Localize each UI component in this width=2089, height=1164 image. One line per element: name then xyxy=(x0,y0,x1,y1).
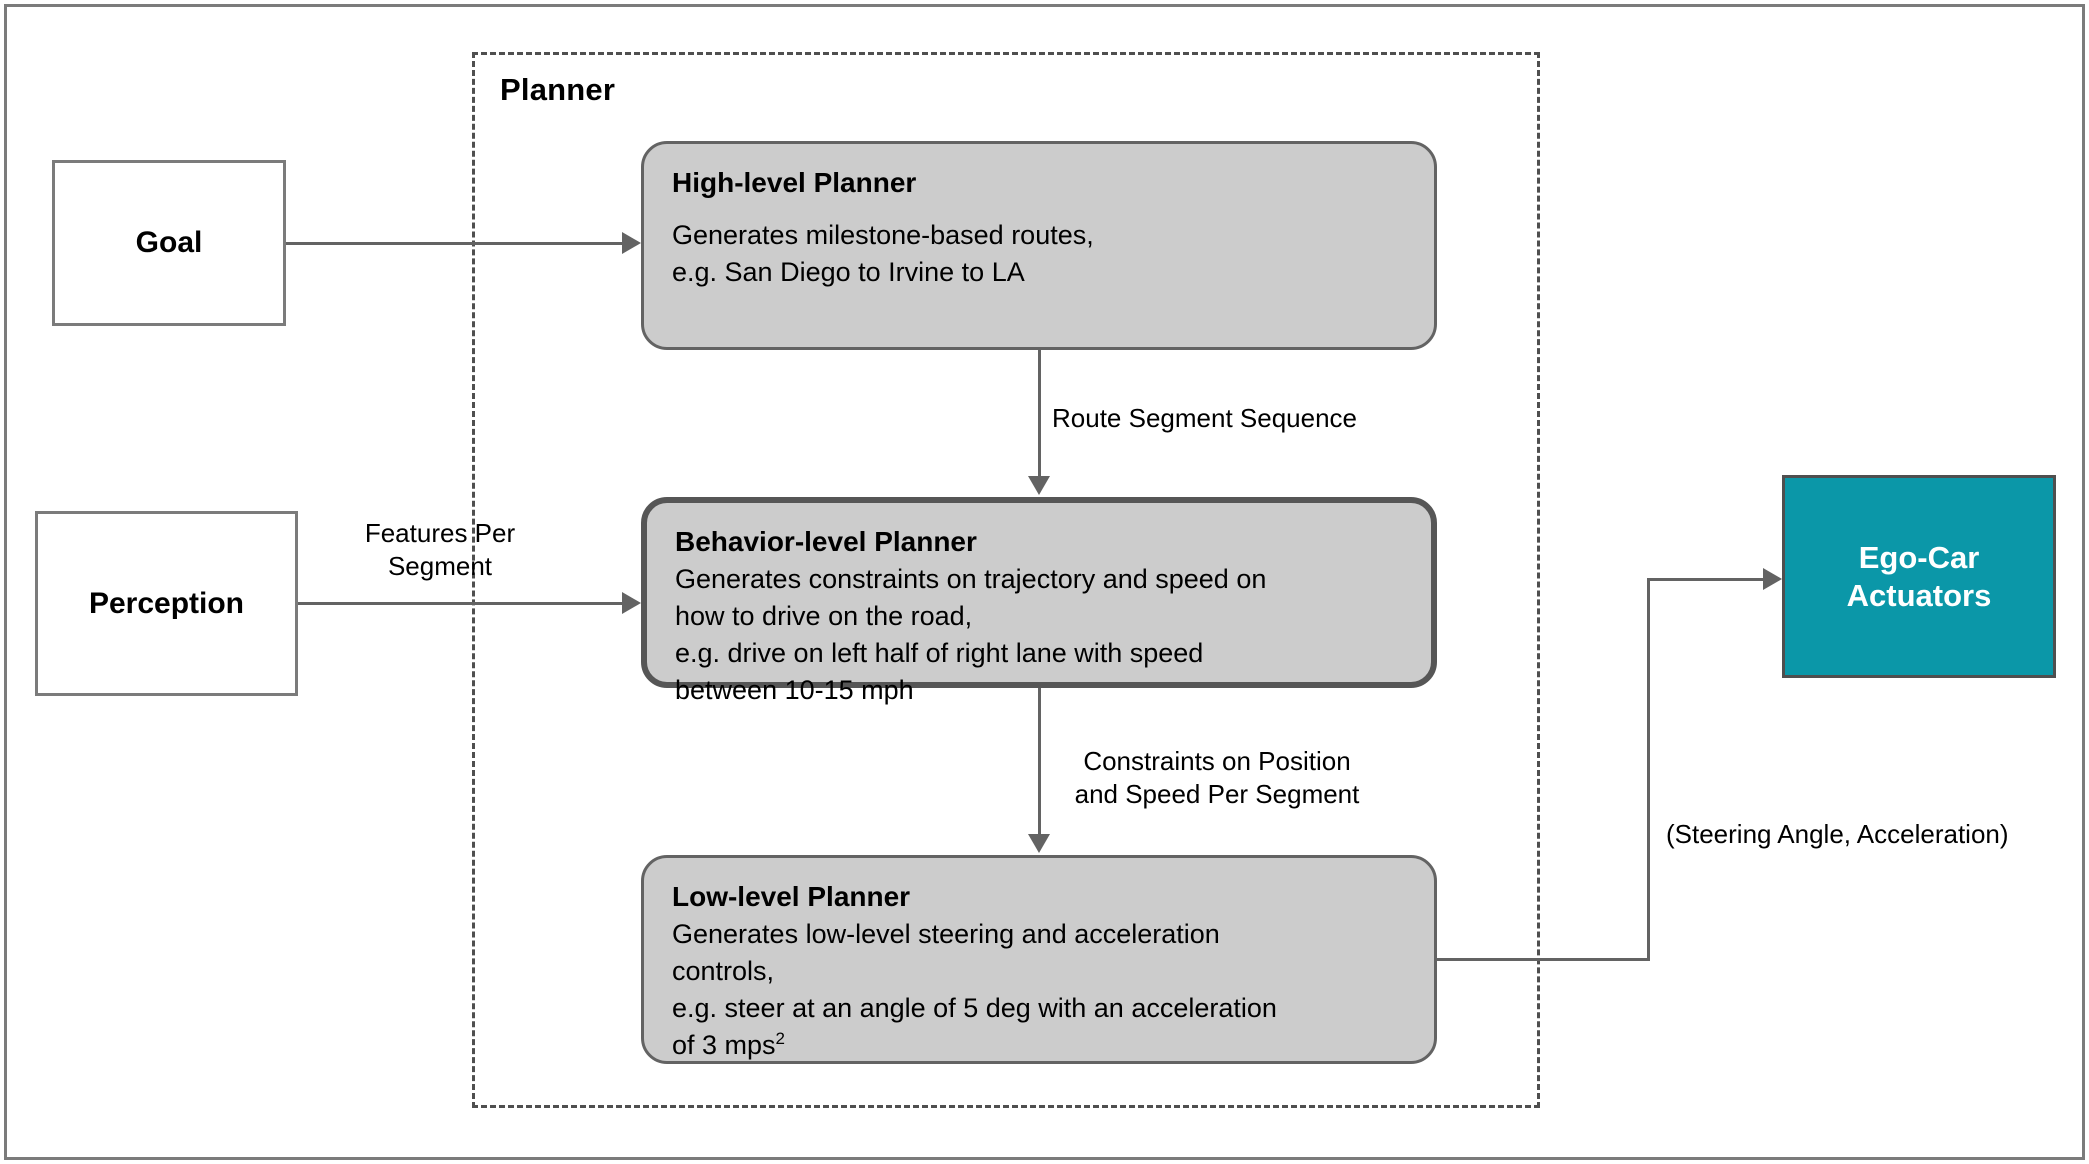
node-high-level-planner[interactable]: High-level Planner Generates milestone-b… xyxy=(641,141,1437,350)
node-ego-car-actuators[interactable]: Ego-Car Actuators xyxy=(1782,475,2056,678)
edge-behavior-to-low-level xyxy=(1038,688,1041,836)
edge-low-to-actuators-segment-horizontal-top xyxy=(1647,578,1764,581)
edge-high-to-behavior-level-arrowhead xyxy=(1028,476,1050,495)
node-perception[interactable]: Perception xyxy=(35,511,298,696)
node-behavior-level-planner[interactable]: Behavior-level Planner Generates constra… xyxy=(641,497,1437,705)
node-high-level-planner-body: Generates milestone-based routes, e.g. S… xyxy=(672,219,1094,287)
edge-label-steering-acceleration: (Steering Angle, Acceleration) xyxy=(1666,819,2009,849)
edge-behavior-to-low-level-arrowhead xyxy=(1028,834,1050,853)
outer-frame xyxy=(4,4,2085,1160)
node-ego-car-actuators-label-line2: Actuators xyxy=(1846,577,1992,613)
node-low-level-planner-body: Generates low-level steering and acceler… xyxy=(672,916,1408,1065)
planner-group-label: Planner xyxy=(500,72,616,107)
edge-low-to-actuators-segment-vertical xyxy=(1647,578,1650,961)
node-high-level-planner-title: High-level Planner xyxy=(672,167,917,198)
node-behavior-level-planner-title: Behavior-level Planner xyxy=(675,526,977,557)
edge-perception-to-behavior-level-arrowhead xyxy=(622,592,641,614)
node-low-level-planner-title: Low-level Planner xyxy=(672,881,911,912)
edge-goal-to-high-level-arrowhead xyxy=(622,232,641,254)
edge-label-constraints-position-speed: Constraints on Position and Speed Per Se… xyxy=(1074,746,1360,809)
node-behavior-level-planner-body: Generates constraints on trajectory and … xyxy=(675,563,1267,706)
node-goal[interactable]: Goal xyxy=(52,160,286,326)
node-perception-label: Perception xyxy=(88,586,245,620)
edge-goal-to-high-level xyxy=(286,242,623,245)
node-low-level-planner-body-text: Generates low-level steering and acceler… xyxy=(672,918,1277,1061)
edge-perception-to-behavior-level xyxy=(298,602,623,605)
edge-label-features-per-segment: Features Per Segment xyxy=(364,518,516,581)
edge-label-route-segment-sequence: Route Segment Sequence xyxy=(1052,403,1357,433)
edge-low-to-actuators-segment-horizontal-bottom xyxy=(1437,958,1650,961)
node-low-level-planner[interactable]: Low-level Planner Generates low-level st… xyxy=(641,855,1437,1064)
planner-group-box xyxy=(472,52,1540,1108)
edge-low-to-actuators-arrowhead xyxy=(1763,568,1782,590)
node-ego-car-actuators-label-line1: Ego-Car xyxy=(1858,539,1980,575)
edge-high-to-behavior-level xyxy=(1038,350,1041,478)
node-low-level-planner-body-superscript: 2 xyxy=(775,1029,786,1049)
node-goal-label: Goal xyxy=(135,226,203,259)
